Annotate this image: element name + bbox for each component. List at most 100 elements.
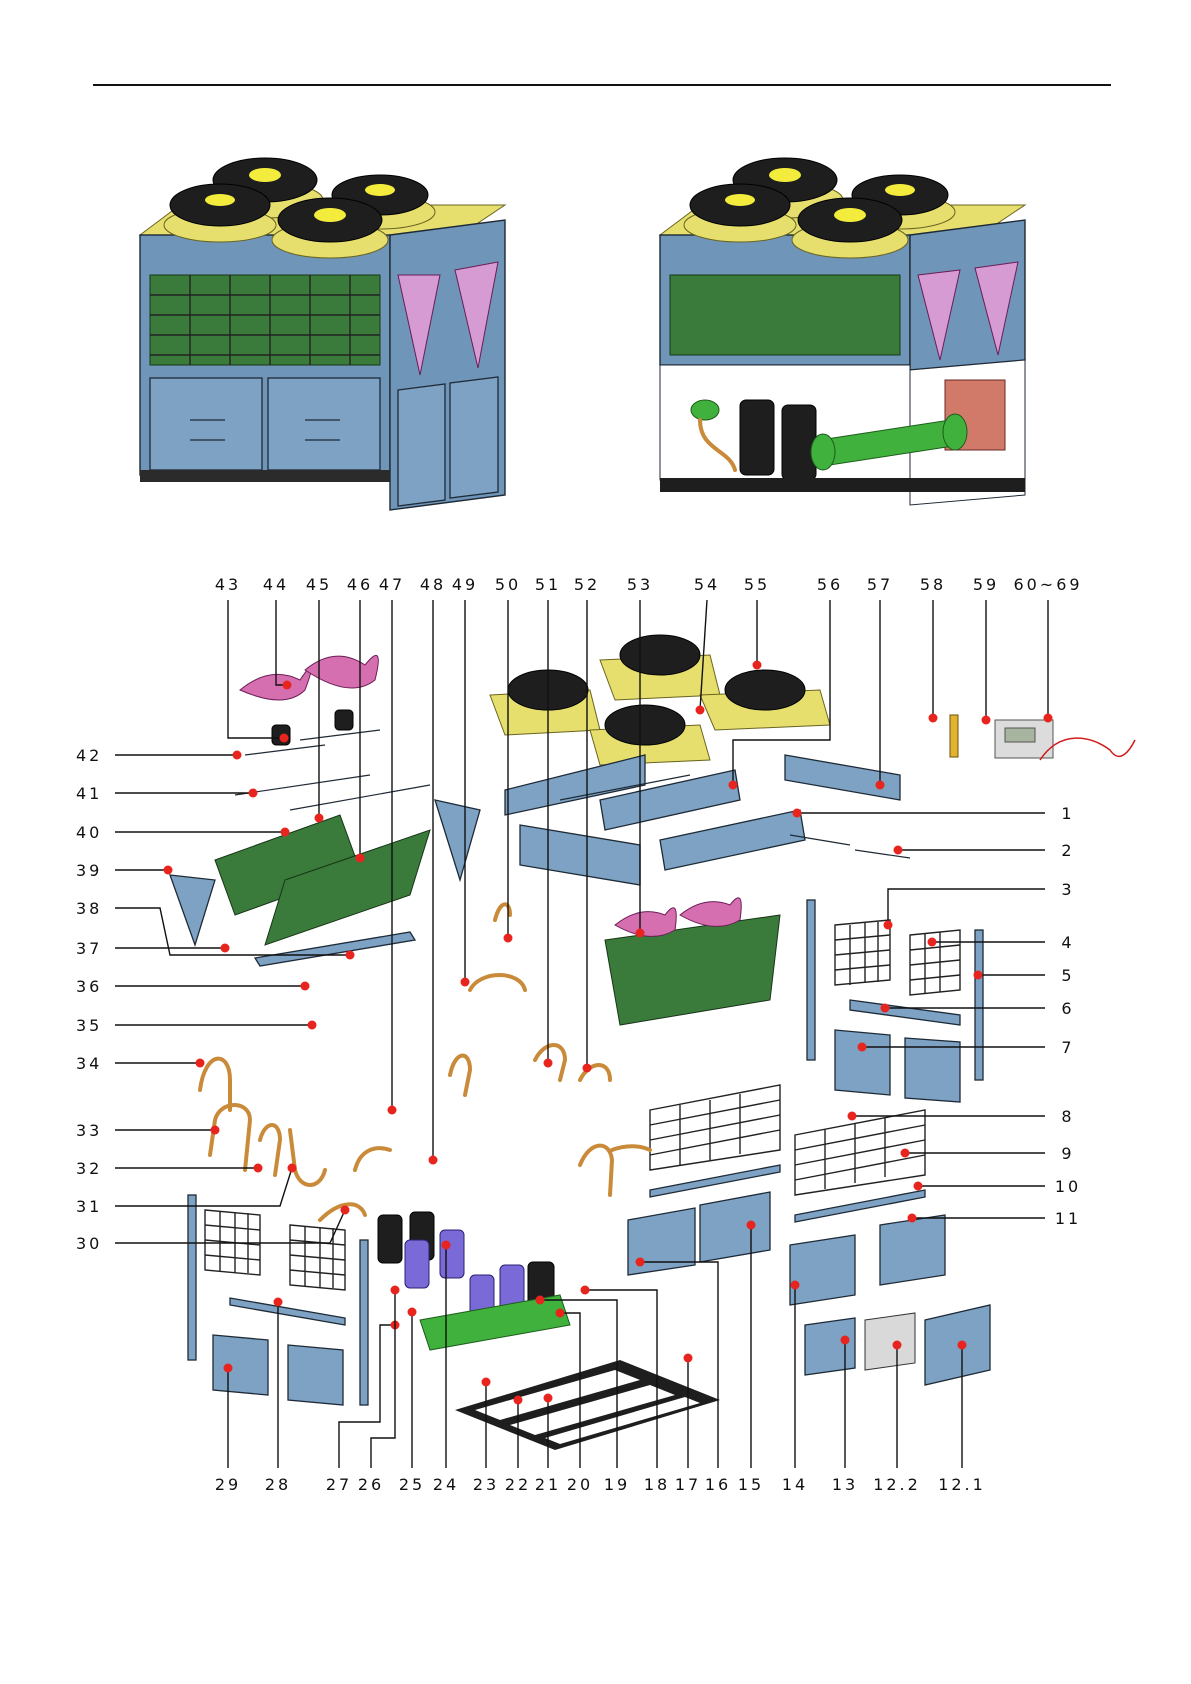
callout-label-31: 31 — [76, 1197, 102, 1216]
panel-13 — [805, 1318, 855, 1375]
callout-label-54: 54 — [694, 575, 720, 594]
callout-label-58: 58 — [920, 575, 946, 594]
callout-dot-59 — [982, 716, 991, 725]
base-frame — [455, 1360, 720, 1450]
callout-label-25: 25 — [399, 1475, 425, 1494]
callout-label-21: 21 — [535, 1475, 561, 1494]
lower-side-panel-2 — [450, 377, 498, 498]
callout-label-53: 53 — [627, 575, 653, 594]
front-coil — [150, 275, 380, 365]
callout-dot-35 — [308, 1021, 317, 1030]
callout-dot-23 — [482, 1378, 491, 1387]
callout-dot-25 — [408, 1308, 417, 1317]
callout-label-14: 14 — [782, 1475, 808, 1494]
callout-label-2: 2 — [1061, 841, 1074, 860]
accumulator — [691, 400, 719, 420]
callout-dot-57 — [876, 781, 885, 790]
callout-label-18: 18 — [644, 1475, 670, 1494]
callout-label-3: 3 — [1061, 880, 1074, 899]
callout-dot-49 — [461, 978, 470, 987]
callout-label-50: 50 — [495, 575, 521, 594]
callout-label-60-69: 60~69 — [1013, 575, 1082, 594]
callout-label-39: 39 — [76, 861, 102, 880]
callout-dot-7 — [858, 1043, 867, 1052]
callout-label-49: 49 — [452, 575, 478, 594]
callout-dot-6 — [881, 1004, 890, 1013]
callout-dot-17 — [684, 1354, 693, 1363]
corner-post-left — [188, 1195, 196, 1360]
callout-label-20: 20 — [567, 1475, 593, 1494]
callout-label-34: 34 — [76, 1054, 102, 1073]
callout-label-55: 55 — [744, 575, 770, 594]
callout-dot-31 — [288, 1164, 297, 1173]
callout-label-6: 6 — [1061, 999, 1074, 1018]
callout-dot-26 — [391, 1286, 400, 1295]
callout-dot-24 — [442, 1241, 451, 1250]
callout-dot-60-69 — [1044, 714, 1053, 723]
callout-dot-58 — [929, 714, 938, 723]
callout-dot-15 — [747, 1221, 756, 1230]
lower-panel-1 — [150, 378, 262, 470]
lower-panel-29 — [213, 1335, 268, 1395]
callout-dot-16 — [636, 1258, 645, 1267]
callout-dot-4 — [928, 938, 937, 947]
callout-dot-40 — [281, 828, 290, 837]
callout-label-9: 9 — [1061, 1144, 1074, 1163]
callout-label-46: 46 — [347, 575, 373, 594]
callout-label-40: 40 — [76, 823, 102, 842]
callout-label-19: 19 — [604, 1475, 630, 1494]
callout-dot-32 — [254, 1164, 263, 1173]
callout-label-7: 7 — [1061, 1038, 1074, 1057]
callout-dot-29 — [224, 1364, 233, 1373]
callout-label-33: 33 — [76, 1121, 102, 1140]
callout-label-10: 10 — [1055, 1177, 1081, 1196]
callout-label-1: 1 — [1061, 804, 1074, 823]
lower-panel-11 — [880, 1215, 945, 1285]
assembled-unit-open — [660, 158, 1025, 505]
callout-dot-12-1 — [958, 1341, 967, 1350]
callout-label-47: 47 — [379, 575, 405, 594]
callout-label-56: 56 — [817, 575, 843, 594]
lower-panel-15 — [700, 1192, 770, 1262]
mesh-rail-mid-2 — [795, 1190, 925, 1222]
leader-line-31 — [115, 1168, 292, 1206]
corner-post-left-2 — [360, 1240, 368, 1405]
callout-label-29: 29 — [215, 1475, 241, 1494]
callout-label-35: 35 — [76, 1016, 102, 1035]
perforated-panel-12-2 — [865, 1313, 915, 1370]
callout-dot-19 — [536, 1296, 545, 1305]
temperature-sensor — [950, 715, 958, 757]
callout-dot-45 — [315, 814, 324, 823]
callout-dot-21 — [544, 1394, 553, 1403]
side-triangle-plate-1 — [170, 875, 215, 945]
lower-panel-right-a — [835, 1030, 890, 1095]
callout-label-28: 28 — [265, 1475, 291, 1494]
assembled-unit-closed — [140, 158, 505, 510]
callout-dot-28 — [274, 1298, 283, 1307]
front-coil-open — [670, 275, 900, 355]
leader-line-26 — [371, 1290, 395, 1468]
fan-blade-2 — [305, 655, 378, 688]
callout-label-16: 16 — [705, 1475, 731, 1494]
mesh-guard-mid — [650, 1085, 925, 1195]
callout-dot-22 — [514, 1396, 523, 1405]
callout-label-57: 57 — [867, 575, 893, 594]
callout-label-32: 32 — [76, 1159, 102, 1178]
callout-dot-34 — [196, 1059, 205, 1068]
top-beam-5 — [520, 825, 640, 885]
callout-label-13: 13 — [832, 1475, 858, 1494]
corner-post-right — [807, 900, 815, 1060]
top-beam-3 — [660, 810, 805, 870]
callout-dot-14 — [791, 1281, 800, 1290]
callout-dot-54 — [696, 706, 705, 715]
mesh-rail-mid — [650, 1165, 780, 1197]
callout-dot-44 — [283, 681, 292, 690]
callout-dot-20 — [556, 1309, 565, 1318]
callout-dot-36 — [301, 982, 310, 991]
callout-label-11: 11 — [1055, 1209, 1081, 1228]
callout-label-45: 45 — [306, 575, 332, 594]
compressor-1 — [740, 400, 774, 475]
callout-label-23: 23 — [473, 1475, 499, 1494]
callout-dot-30 — [341, 1206, 350, 1215]
callout-label-24: 24 — [433, 1475, 459, 1494]
